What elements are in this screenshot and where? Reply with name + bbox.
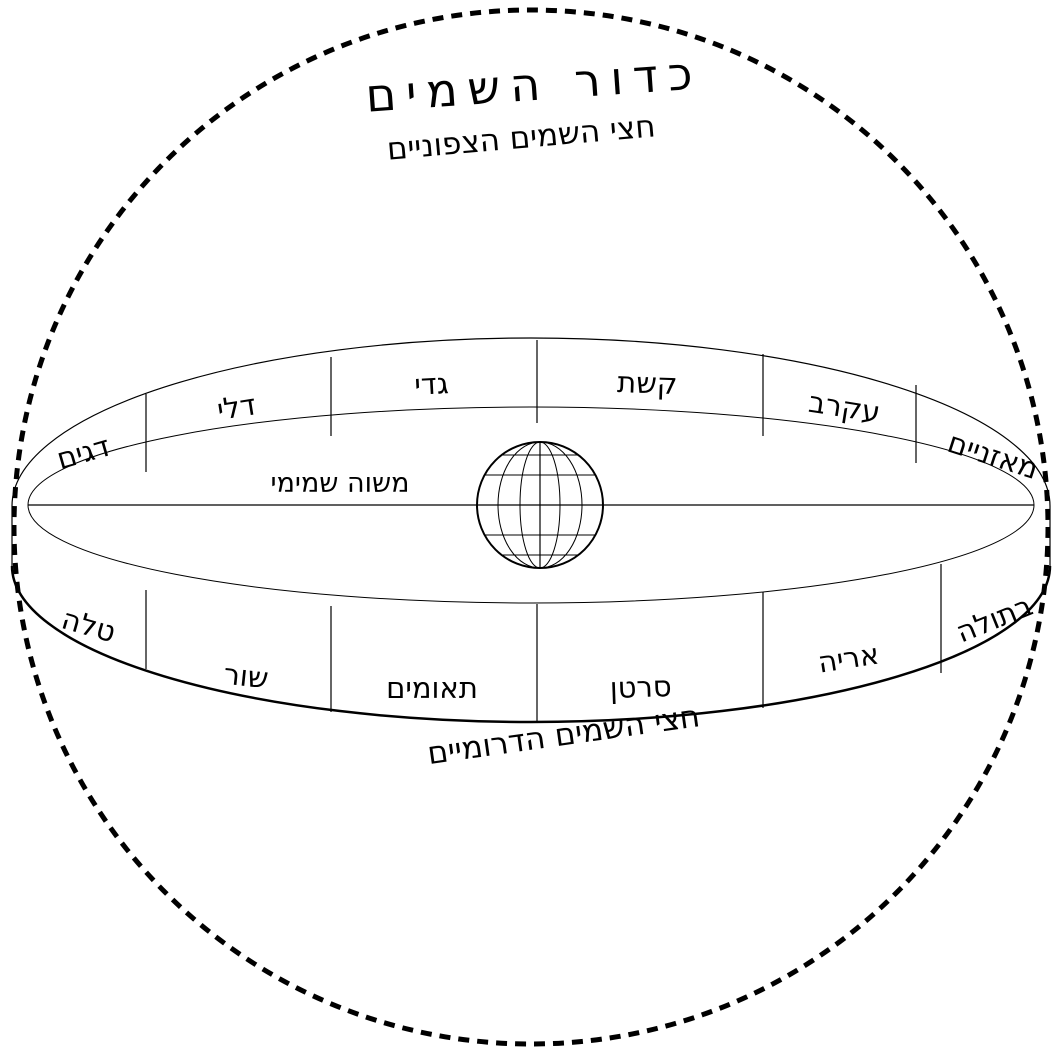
celestial-equator-label: משוה שמימי (271, 468, 410, 499)
zodiac-gemini: תאומים (386, 671, 478, 705)
zodiac-pisces: דגים (53, 429, 114, 476)
zodiac-capricorn: גדי (413, 366, 449, 402)
zodiac-cancer: סרטן (609, 669, 672, 705)
zodiac-band-outer-bottom (12, 566, 1050, 722)
globe-icon (477, 442, 603, 568)
zodiac-libra: מאזניים (944, 425, 1043, 486)
southern-hemisphere-label: חצי השמים הדרומיים (425, 698, 702, 772)
zodiac-aries: טלה (58, 602, 120, 650)
zodiac-virgo: בתולה (951, 588, 1037, 649)
zodiac-taurus: שור (222, 657, 270, 695)
zodiac-leo: אריה (816, 637, 882, 680)
zodiac-sagittarius: קשת (617, 365, 678, 401)
zodiac-aquarius: דלי (215, 387, 259, 427)
zodiac-scorpio: עקרב (806, 385, 882, 430)
